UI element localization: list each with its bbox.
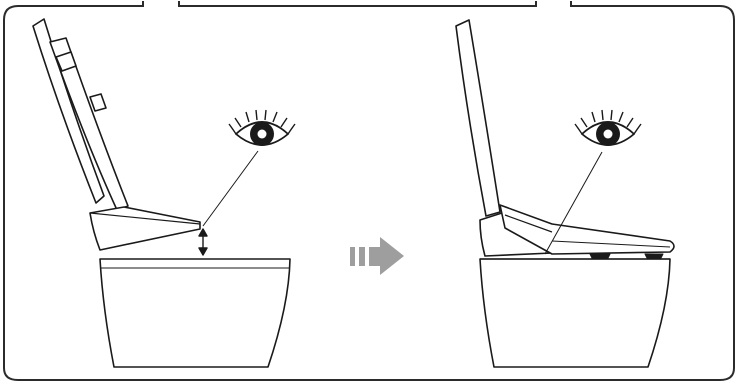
eye-icon-right [574,109,642,146]
right-panel-after [455,19,675,368]
toilet-bowl-left [99,258,291,368]
toilet-lid-right [455,19,501,217]
seat-foot-2 [644,253,664,259]
toilet-seat-left [49,37,129,211]
seat-foot-1 [589,253,611,259]
left-panel-before [32,18,296,368]
right-arrow-icon [350,237,404,275]
sight-line-right [544,151,603,255]
seat-base-left [89,206,201,251]
lid-hinge-tab-lower [89,93,107,112]
toilet-seat-right [499,204,675,255]
diagram-frame [3,1,735,381]
lid-hinge-tab-upper [55,51,77,72]
gap-indicator-arrow [198,228,208,256]
eye-icon-left [228,109,296,146]
toilet-bowl-right [479,258,671,368]
sight-line-left [202,150,259,227]
